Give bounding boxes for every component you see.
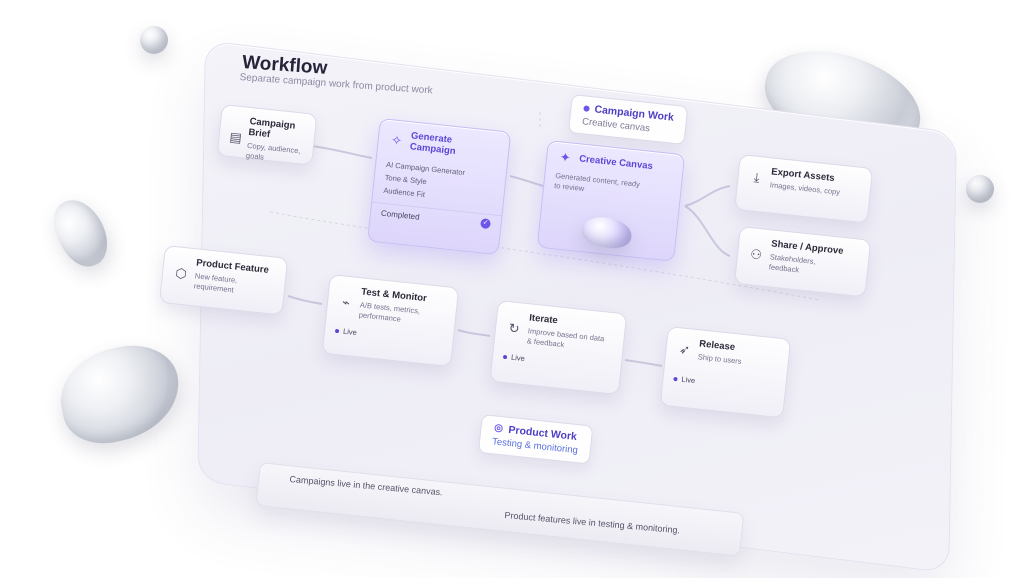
sparkle-icon: ✦ bbox=[559, 149, 572, 166]
status-label: Live bbox=[681, 374, 696, 386]
connector-test-iterate bbox=[457, 329, 491, 337]
connector-feature-test bbox=[287, 295, 323, 305]
node-title: Generate Campaign bbox=[409, 130, 457, 158]
node-desc: Ship to users bbox=[697, 352, 742, 366]
connector-generate-canvas bbox=[509, 175, 544, 187]
connector-iterate-release bbox=[624, 359, 663, 367]
rocket-icon: ➶ bbox=[678, 340, 691, 357]
node-creative-canvas[interactable]: ✦ Creative Canvas Generated content, rea… bbox=[536, 140, 686, 262]
live-dot-icon bbox=[334, 328, 340, 334]
sparkles-icon: ✧ bbox=[390, 131, 403, 148]
check-icon: ✓ bbox=[480, 218, 492, 230]
node-title: Campaign Brief bbox=[247, 116, 296, 141]
feature-list: AI Campaign Generator Tone & Style Audie… bbox=[383, 158, 496, 208]
refresh-icon: ↻ bbox=[507, 319, 521, 336]
node-desc: A/B tests, metrics, performance bbox=[358, 300, 421, 324]
liquid-blob-decoration bbox=[580, 215, 634, 251]
liquid-blob-decoration bbox=[140, 26, 168, 54]
cube-icon: ⬡ bbox=[174, 264, 188, 282]
liquid-blob-decoration bbox=[966, 175, 994, 203]
node-desc: Generated content, ready to review bbox=[553, 170, 641, 194]
node-iterate[interactable]: ↻ Iterate Improve based on data & feedba… bbox=[489, 300, 628, 396]
node-release[interactable]: ➶ Release Ship to users Live bbox=[659, 326, 792, 419]
target-icon: ◎ bbox=[493, 422, 504, 435]
connector-canvas-export bbox=[684, 185, 731, 207]
users-icon: ⚇ bbox=[749, 245, 763, 263]
status-label: Completed bbox=[380, 208, 421, 222]
node-test-monitor[interactable]: ⌁ Test & Monitor A/B tests, metrics, per… bbox=[321, 274, 460, 368]
node-title: Creative Canvas bbox=[578, 153, 654, 173]
node-generate-campaign[interactable]: ✧ Generate Campaign AI Campaign Generato… bbox=[367, 118, 512, 256]
status-label: Live bbox=[342, 326, 358, 338]
node-campaign-brief[interactable]: ▤ Campaign Brief Copy, audience, goals bbox=[216, 104, 318, 166]
connector-canvas-share bbox=[684, 205, 731, 257]
chart-icon: ⌁ bbox=[341, 294, 351, 310]
node-desc: Stakeholders, feedback bbox=[768, 252, 817, 275]
live-dot-icon bbox=[502, 354, 508, 360]
connector-brief-generate bbox=[311, 145, 373, 159]
live-dot-icon bbox=[673, 376, 678, 381]
node-desc: New feature, requirement bbox=[193, 271, 238, 295]
node-title: Release bbox=[698, 338, 736, 354]
download-icon: ⤓ bbox=[753, 169, 761, 185]
status-label: Live bbox=[510, 352, 526, 364]
status-dot-icon bbox=[583, 105, 590, 112]
node-desc: Improve based on data & feedback bbox=[526, 326, 605, 350]
document-icon: ▤ bbox=[228, 129, 243, 146]
